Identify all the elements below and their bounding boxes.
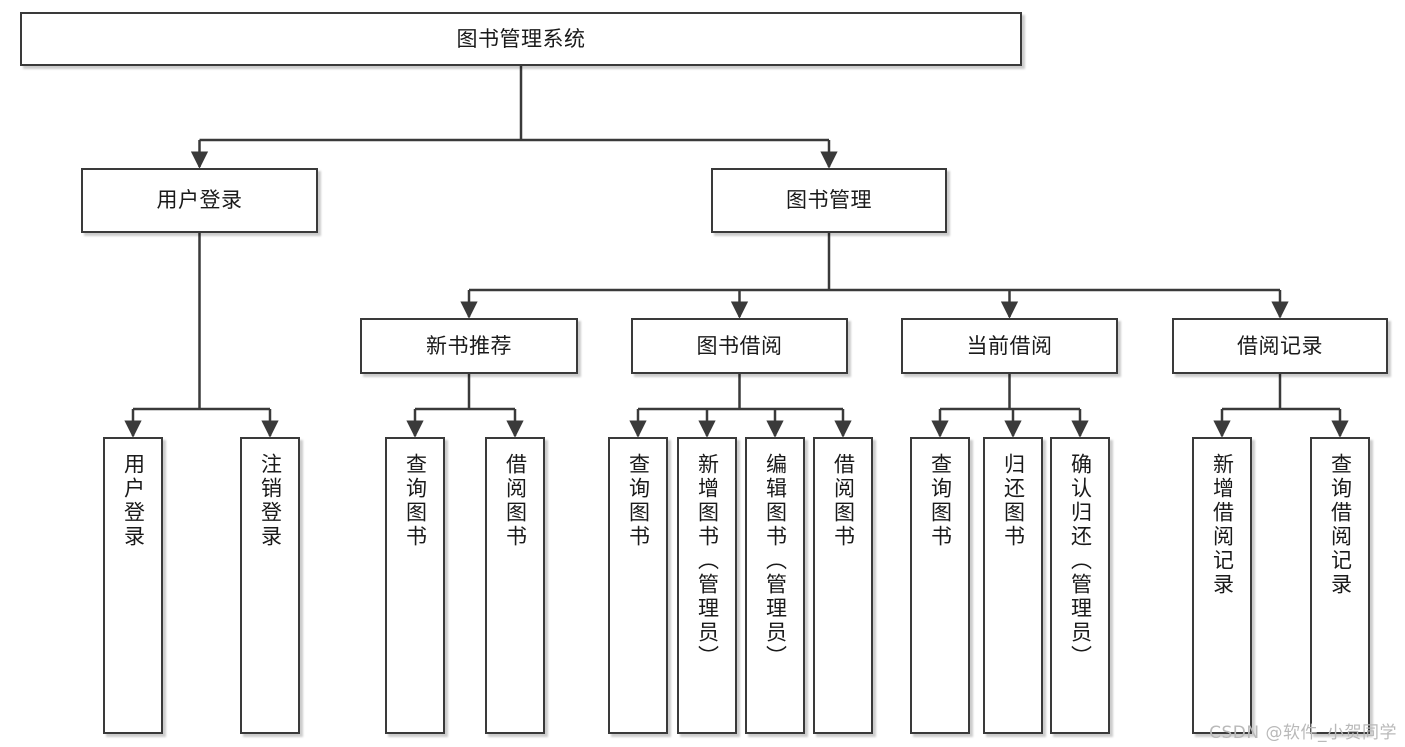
node-book-borrow[interactable]: 图书借阅 — [631, 318, 848, 374]
node-leaf-query-book-3[interactable]: 查询图书 — [910, 437, 970, 734]
node-new-book-rec[interactable]: 新书推荐 — [360, 318, 578, 374]
node-label: 借阅图书 — [831, 453, 856, 549]
node-label: 新增借阅记录 — [1210, 453, 1235, 597]
watermark-text: CSDN @软件_小贺同学 — [1209, 723, 1397, 743]
node-leaf-query-book-1[interactable]: 查询图书 — [385, 437, 445, 734]
node-label: 图书管理 — [786, 188, 872, 213]
node-borrow-record[interactable]: 借阅记录 — [1172, 318, 1388, 374]
node-label: 图书借阅 — [696, 333, 783, 358]
node-label: 图书管理系统 — [456, 26, 586, 51]
node-label: 新书推荐 — [426, 333, 512, 358]
node-leaf-return-book[interactable]: 归还图书 — [983, 437, 1043, 734]
node-current-borrow[interactable]: 当前借阅 — [901, 318, 1118, 374]
node-label: 查询图书 — [403, 453, 428, 549]
node-label: 查询图书 — [928, 453, 953, 549]
node-label: 查询图书 — [626, 453, 651, 549]
node-leaf-query-book-2[interactable]: 查询图书 — [608, 437, 668, 734]
node-leaf-add-book[interactable]: 新增图书（管理员） — [677, 437, 737, 734]
node-label: 当前借阅 — [966, 333, 1053, 358]
node-leaf-user-login[interactable]: 用户登录 — [103, 437, 163, 734]
node-leaf-add-record[interactable]: 新增借阅记录 — [1192, 437, 1252, 734]
node-leaf-edit-book[interactable]: 编辑图书（管理员） — [745, 437, 805, 734]
node-label: 用户登录 — [121, 453, 146, 549]
node-book-mgmt[interactable]: 图书管理 — [711, 168, 947, 233]
node-label: 确认归还（管理员） — [1068, 453, 1093, 669]
node-leaf-borrow-book-1[interactable]: 借阅图书 — [485, 437, 545, 734]
node-root[interactable]: 图书管理系统 — [20, 12, 1022, 66]
node-label: 借阅图书 — [503, 453, 528, 549]
node-label: 用户登录 — [156, 188, 243, 213]
node-label: 借阅记录 — [1237, 333, 1323, 358]
node-leaf-confirm-return[interactable]: 确认归还（管理员） — [1050, 437, 1110, 734]
node-label: 新增图书（管理员） — [695, 453, 720, 669]
node-label: 归还图书 — [1001, 453, 1026, 549]
node-label: 查询借阅记录 — [1328, 453, 1353, 597]
node-leaf-borrow-book-2[interactable]: 借阅图书 — [813, 437, 873, 734]
node-label: 编辑图书（管理员） — [763, 453, 788, 669]
node-leaf-query-record[interactable]: 查询借阅记录 — [1310, 437, 1370, 734]
node-user-login[interactable]: 用户登录 — [81, 168, 318, 233]
node-leaf-user-logout[interactable]: 注销登录 — [240, 437, 300, 734]
node-label: 注销登录 — [258, 453, 283, 549]
